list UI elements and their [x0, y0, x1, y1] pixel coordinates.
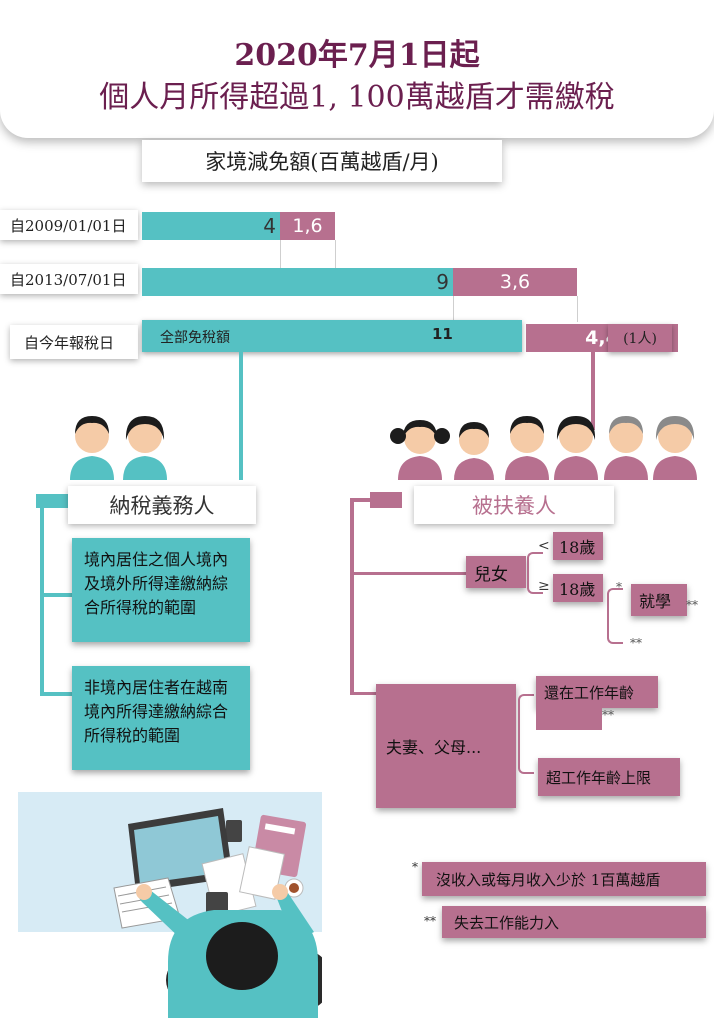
- bar-label-current-personal: 11: [432, 325, 453, 343]
- note-disabled: 失去工作能力入: [442, 906, 706, 938]
- spouse-parents-box: 夫妻、父母...: [376, 684, 516, 808]
- age-over-18: 18歲: [553, 574, 603, 602]
- person-icon: [554, 416, 598, 480]
- bar-label-2009-dependent: 1,6: [292, 215, 323, 237]
- tree-line: [40, 508, 44, 696]
- bar-label-2013-dependent: 3,6: [499, 271, 531, 293]
- bar-label-2013-personal: 9: [436, 270, 449, 294]
- bar-2013-personal: 9: [142, 268, 453, 296]
- bar-2013-dependent: 3,6: [453, 268, 577, 296]
- grid-line: [453, 296, 454, 322]
- person-icon: [653, 416, 697, 480]
- grid-line: [280, 240, 281, 268]
- connector-line: [591, 352, 595, 430]
- grid-line: [335, 240, 336, 268]
- bar-2009-personal: 4: [142, 212, 280, 240]
- people-icons: [70, 416, 697, 480]
- header-panel: [0, 0, 714, 138]
- person-icon: [390, 420, 450, 480]
- tree-bracket: [607, 588, 623, 644]
- row-label-2013: 自2013/07/01日: [0, 264, 138, 294]
- working-age-tab: [536, 706, 602, 730]
- note-marker: **: [602, 708, 614, 722]
- note-marker: **: [686, 598, 698, 612]
- less-than-symbol: <: [538, 538, 550, 554]
- greater-equal-symbol: ≥: [538, 578, 550, 594]
- over-age-box: 超工作年齡上限: [538, 758, 680, 796]
- person-icon: [454, 422, 494, 480]
- bar-current-personal: 全部免稅額 11: [142, 320, 522, 352]
- study-box: 就學: [631, 584, 687, 616]
- taxpayer-heading: 納稅義務人: [68, 486, 256, 524]
- chart-title: 家境減免額(百萬越盾/月): [142, 140, 502, 182]
- page-title: 2020年7月1日起: [234, 38, 480, 73]
- row-label-current: 自今年報稅日: [10, 325, 138, 359]
- bar-label-2009-personal: 4: [263, 214, 276, 238]
- tree-line: [350, 692, 376, 695]
- person-icon: [70, 416, 114, 480]
- note-marker: **: [630, 636, 642, 650]
- note-marker: *: [616, 580, 622, 594]
- tree-line: [350, 572, 468, 575]
- dependents-heading: 被扶養人: [414, 486, 614, 524]
- connector-line: [239, 352, 243, 480]
- tree-bracket: [527, 552, 543, 594]
- tree-bracket: [518, 694, 534, 774]
- section-marker: [36, 494, 68, 508]
- note-no-income: 沒收入或每月收入少於 1百萬越盾: [422, 862, 706, 896]
- row-label-2009: 自2009/01/01日: [0, 210, 138, 240]
- children-box: 兒女: [466, 556, 526, 588]
- tree-line: [40, 692, 72, 696]
- person-icon: [505, 416, 549, 480]
- grid-line: [577, 296, 578, 322]
- person-icon: [604, 416, 648, 480]
- person-at-desk-illustration: [18, 792, 322, 1018]
- section-marker: [370, 492, 402, 508]
- person-icon: [123, 416, 167, 480]
- bar-2009-dependent: 1,6: [280, 212, 335, 240]
- tree-line: [40, 593, 72, 597]
- tree-line: [350, 498, 354, 694]
- working-age-box: 還在工作年齡: [536, 676, 658, 708]
- full-exemption-label: 全部免稅額: [160, 330, 230, 346]
- note-marker: **: [424, 914, 436, 928]
- taxpayer-nonresident: 非境內居住者在越南境內所得達繳納綜合所得稅的範圍: [72, 666, 250, 770]
- age-under-18: 18歲: [553, 532, 603, 560]
- per-person-label: (1人): [608, 324, 672, 352]
- taxpayer-resident: 境內居住之個人境內及境外所得達繳納綜合所得稅的範圍: [72, 538, 250, 642]
- note-marker: *: [412, 860, 418, 874]
- tree-line: [350, 498, 370, 502]
- page-subtitle: 個人月所得超過1, 100萬越盾才需繳稅: [99, 80, 615, 115]
